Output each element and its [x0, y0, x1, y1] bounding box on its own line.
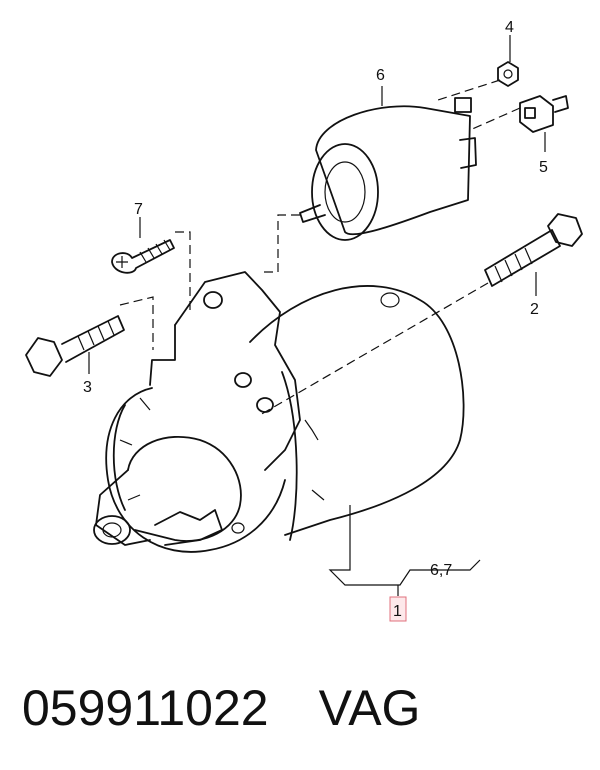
callout-7: 7	[134, 201, 143, 218]
terminal-connector-part-5	[519, 95, 569, 133]
starter-exploded-diagram: 6 4 5 7 2 3 6,7 1	[25, 19, 583, 622]
callouts: 6 4 5 7 2 3 6,7 1	[83, 19, 548, 622]
solenoid-part-6	[299, 97, 477, 241]
starter-body-part-1	[93, 271, 465, 553]
bolt-part-3	[25, 315, 125, 377]
brand-name: VAG	[318, 680, 421, 736]
callout-1: 1	[393, 603, 402, 620]
assembly-lines	[119, 79, 521, 416]
callout-6: 6	[376, 67, 385, 84]
callout-5: 5	[539, 159, 548, 176]
leader-lines	[88, 35, 546, 596]
callout-6-7: 6,7	[430, 562, 452, 579]
callout-4: 4	[505, 19, 514, 36]
callout-3: 3	[83, 379, 92, 396]
nut-part-4	[497, 61, 519, 87]
screw-part-7	[111, 239, 175, 274]
bolt-part-2	[484, 213, 583, 287]
callout-1-highlight	[389, 596, 407, 622]
part-number: 059911022	[22, 680, 269, 736]
callout-2: 2	[530, 301, 539, 318]
part-caption: 059911022 VAG	[22, 668, 582, 748]
